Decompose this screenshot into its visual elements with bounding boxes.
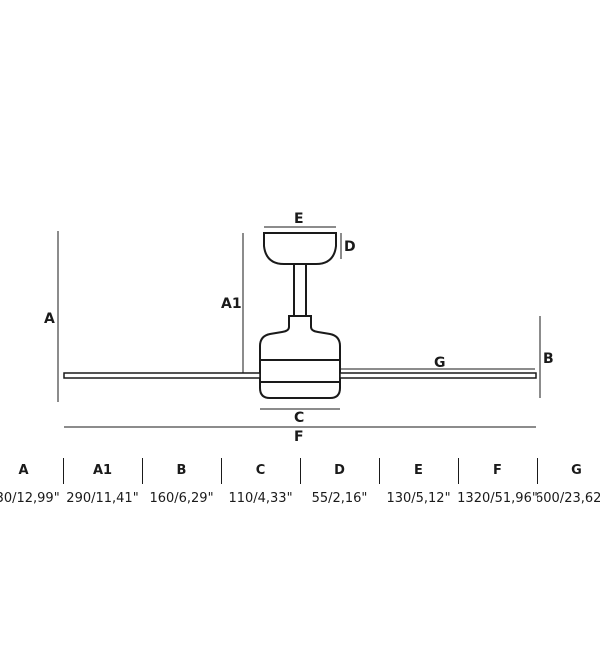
column-value-e: 130/5,12" — [386, 491, 451, 506]
motor-housing — [259, 315, 341, 399]
table-column-c: C 110/4,33" — [221, 455, 300, 515]
blade-right — [339, 372, 537, 379]
dimension-label-c: C — [294, 410, 304, 426]
column-value-c: 110/4,33" — [228, 491, 293, 506]
column-value-a1: 290/11,41" — [66, 491, 139, 506]
table-column-a1: A1 290/11,41" — [63, 455, 142, 515]
column-separator — [300, 458, 301, 484]
table-column-a: A 330/12,99" — [0, 455, 63, 515]
column-separator — [142, 458, 143, 484]
table-column-f: F 1320/51,96" — [457, 455, 538, 515]
column-header-c: C — [255, 463, 266, 478]
column-header-f: F — [493, 463, 502, 478]
column-separator — [221, 458, 222, 484]
dimension-label-g: G — [434, 355, 446, 371]
column-header-d: D — [334, 463, 345, 478]
column-separator — [379, 458, 380, 484]
column-header-g: G — [571, 463, 582, 478]
downrod — [293, 263, 307, 317]
fan-dimension-diagram: A A1 E D G B C F — [44, 211, 554, 445]
table-column-g: G 600/23,62" — [537, 455, 600, 515]
column-value-d: 55/2,16" — [311, 491, 368, 506]
ceiling-canopy — [263, 232, 337, 265]
table-column-b: B 160/6,29" — [142, 455, 221, 515]
column-value-b: 160/6,29" — [149, 491, 214, 506]
dimension-label-b: B — [543, 351, 554, 367]
dimension-label-f: F — [294, 429, 304, 445]
column-value-a: 330/12,99" — [0, 491, 60, 506]
blade-left — [63, 372, 261, 379]
dimension-label-e: E — [294, 211, 304, 227]
column-header-e: E — [414, 463, 423, 478]
column-header-a1: A1 — [92, 463, 113, 478]
column-separator — [458, 458, 459, 484]
dimension-label-a: A — [44, 311, 55, 327]
column-value-g: 600/23,62" — [537, 491, 600, 506]
dimensions-table: A 330/12,99" A1 290/11,41" B 160/6,29" C… — [0, 455, 600, 515]
column-header-a: A — [18, 463, 29, 478]
dimension-label-d: D — [344, 239, 356, 255]
column-value-f: 1320/51,96" — [457, 491, 538, 506]
column-header-b: B — [176, 463, 187, 478]
column-separator — [537, 458, 538, 484]
column-separator — [63, 458, 64, 484]
table-column-e: E 130/5,12" — [379, 455, 458, 515]
table-column-d: D 55/2,16" — [300, 455, 379, 515]
dimension-label-a1: A1 — [221, 296, 242, 312]
